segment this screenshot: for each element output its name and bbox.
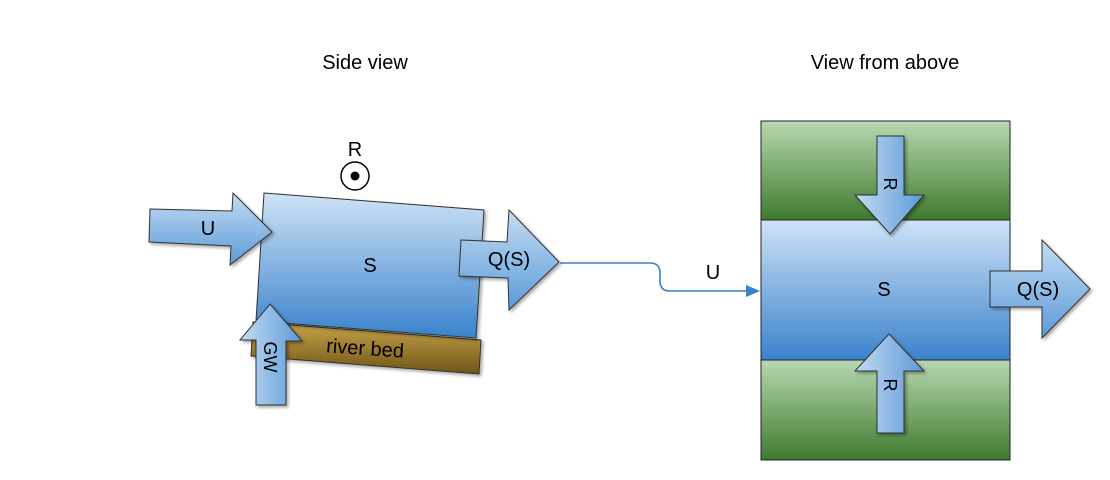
inflow-label: U	[201, 218, 215, 240]
outflow-label: Q(S)	[488, 249, 530, 271]
inflow-arrow	[148, 191, 273, 267]
top-view-panel	[760, 120, 1011, 461]
rain-out-of-page-icon	[340, 161, 370, 191]
groundwater-arrow	[238, 303, 304, 406]
connector-line	[560, 262, 748, 292]
outflow-arrow	[458, 208, 560, 312]
top-outflow-arrow	[989, 238, 1091, 340]
storage-box	[255, 192, 485, 339]
top-outflow-label: Q(S)	[1017, 279, 1059, 301]
storage-label: S	[363, 255, 376, 277]
rain-arrow-bottom	[853, 333, 926, 434]
riverbed-label: river bed	[325, 335, 404, 362]
rain-arrow-top	[853, 135, 926, 235]
rain-label: R	[348, 139, 362, 161]
connector-label: U	[706, 262, 720, 284]
rain-top-label: R	[880, 178, 900, 191]
connector-arrowhead	[746, 285, 760, 297]
river-label: S	[877, 279, 890, 301]
groundwater-label: GW	[260, 342, 280, 373]
riverbed	[250, 321, 482, 375]
rain-bottom-label: R	[880, 379, 900, 392]
side-view-title: Side view	[322, 52, 408, 74]
top-view-title: View from above	[811, 52, 960, 74]
